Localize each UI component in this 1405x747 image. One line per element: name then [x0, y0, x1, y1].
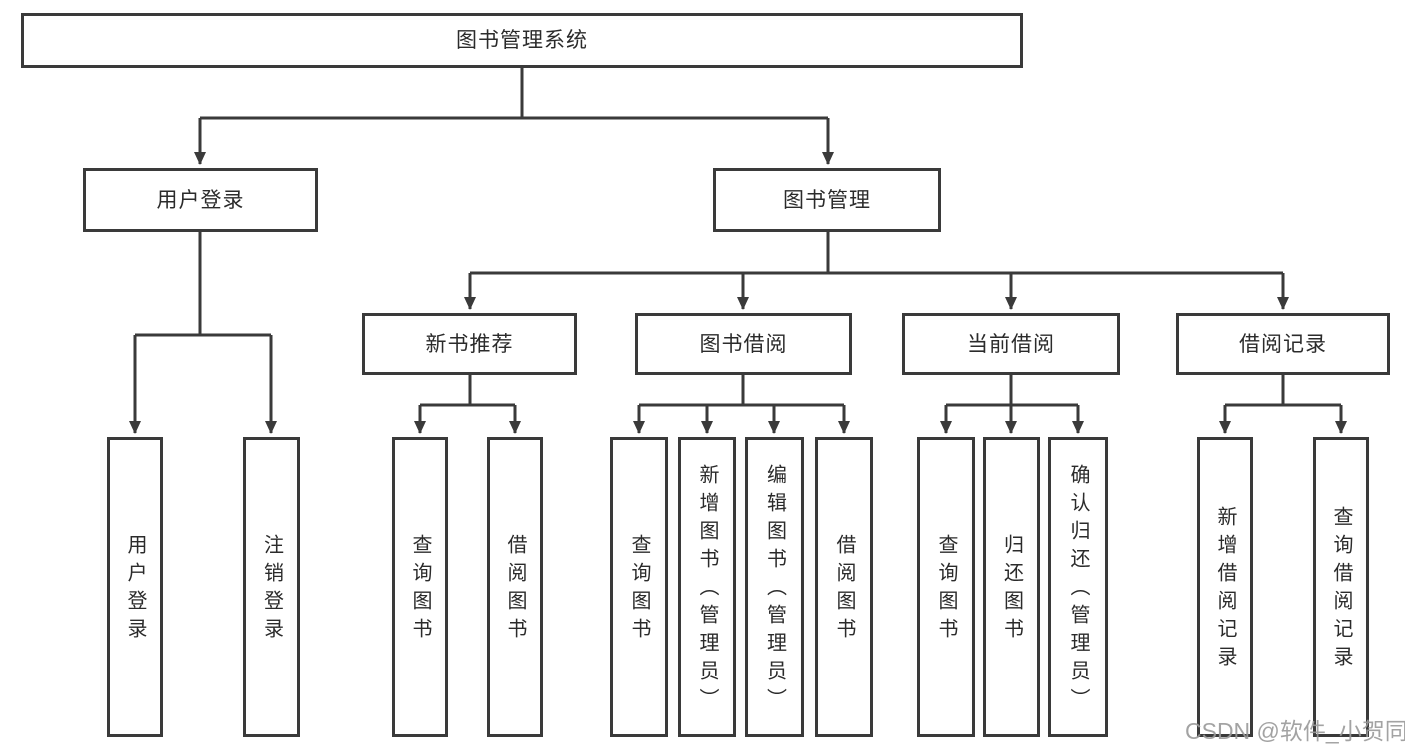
node-query-books-borrow: 查询图书	[610, 437, 668, 737]
node-add-book-admin: 新增图书（管理员）	[678, 437, 736, 737]
node-book-management-module: 图书管理	[713, 168, 941, 232]
node-query-books: 查询图书	[392, 437, 448, 737]
node-return-book: 归还图书	[983, 437, 1040, 737]
node-borrow-records: 借阅记录	[1176, 313, 1390, 375]
node-user-login-action: 用户登录	[107, 437, 163, 737]
node-book-borrow: 图书借阅	[635, 313, 852, 375]
node-logout-action: 注销登录	[243, 437, 300, 737]
node-borrow-books: 借阅图书	[487, 437, 543, 737]
node-user-login-module: 用户登录	[83, 168, 318, 232]
node-confirm-return-admin: 确认归还（管理员）	[1048, 437, 1108, 737]
node-query-books-current: 查询图书	[917, 437, 975, 737]
node-library-management-system: 图书管理系统	[21, 13, 1023, 68]
node-edit-book-admin: 编辑图书（管理员）	[745, 437, 804, 737]
node-borrow-book-action: 借阅图书	[815, 437, 873, 737]
node-query-borrow-record: 查询借阅记录	[1313, 437, 1369, 737]
csdn-watermark: CSDN @软件_小贺同学	[1185, 718, 1405, 744]
node-add-borrow-record: 新增借阅记录	[1197, 437, 1253, 737]
node-current-borrow: 当前借阅	[902, 313, 1120, 375]
node-new-book-recommend: 新书推荐	[362, 313, 577, 375]
